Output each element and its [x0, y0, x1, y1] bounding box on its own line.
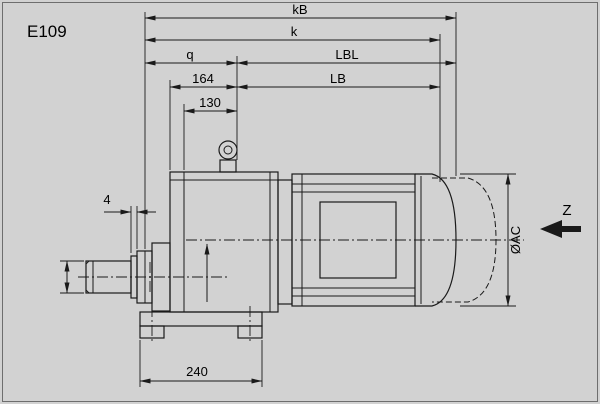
view-z-arrow-icon [540, 220, 581, 238]
dimension-240: 240 [139, 364, 263, 384]
adapter-flange [277, 179, 293, 305]
dimension-lbl-label: LBL [335, 47, 358, 62]
dimension-lb: LB [236, 71, 441, 90]
dimension-130: 130 [183, 95, 238, 114]
dimension-q-label: q [186, 47, 193, 62]
view-z-label: Z [562, 202, 571, 219]
fan-guard-extended-contour [432, 177, 497, 303]
dimension-kb-label: kB [292, 2, 307, 17]
dimension-164-label: 164 [192, 71, 214, 86]
eyebolt [218, 140, 238, 173]
drawing-code: E109 [27, 22, 67, 41]
dimension-q: q [144, 47, 238, 66]
dimension-lbl: LBL [236, 47, 457, 66]
motor-body [291, 173, 416, 307]
fan-guard [415, 173, 457, 307]
extension-lines [60, 12, 516, 387]
dimension-lb-label: LB [330, 71, 346, 86]
dimension-kb: kB [144, 2, 457, 21]
dimension-k-label: k [291, 24, 298, 39]
mounting-feet [139, 311, 263, 339]
dimension-164: 164 [169, 71, 238, 90]
dimension-240-label: 240 [186, 364, 208, 379]
dimension-k: k [144, 24, 441, 43]
dimension-4: 4 [103, 192, 156, 215]
gearbox-housing [169, 171, 279, 313]
view-direction-z: Z [540, 202, 581, 238]
dimension-4-label: 4 [103, 192, 110, 207]
dimension-130-label: 130 [199, 95, 221, 110]
